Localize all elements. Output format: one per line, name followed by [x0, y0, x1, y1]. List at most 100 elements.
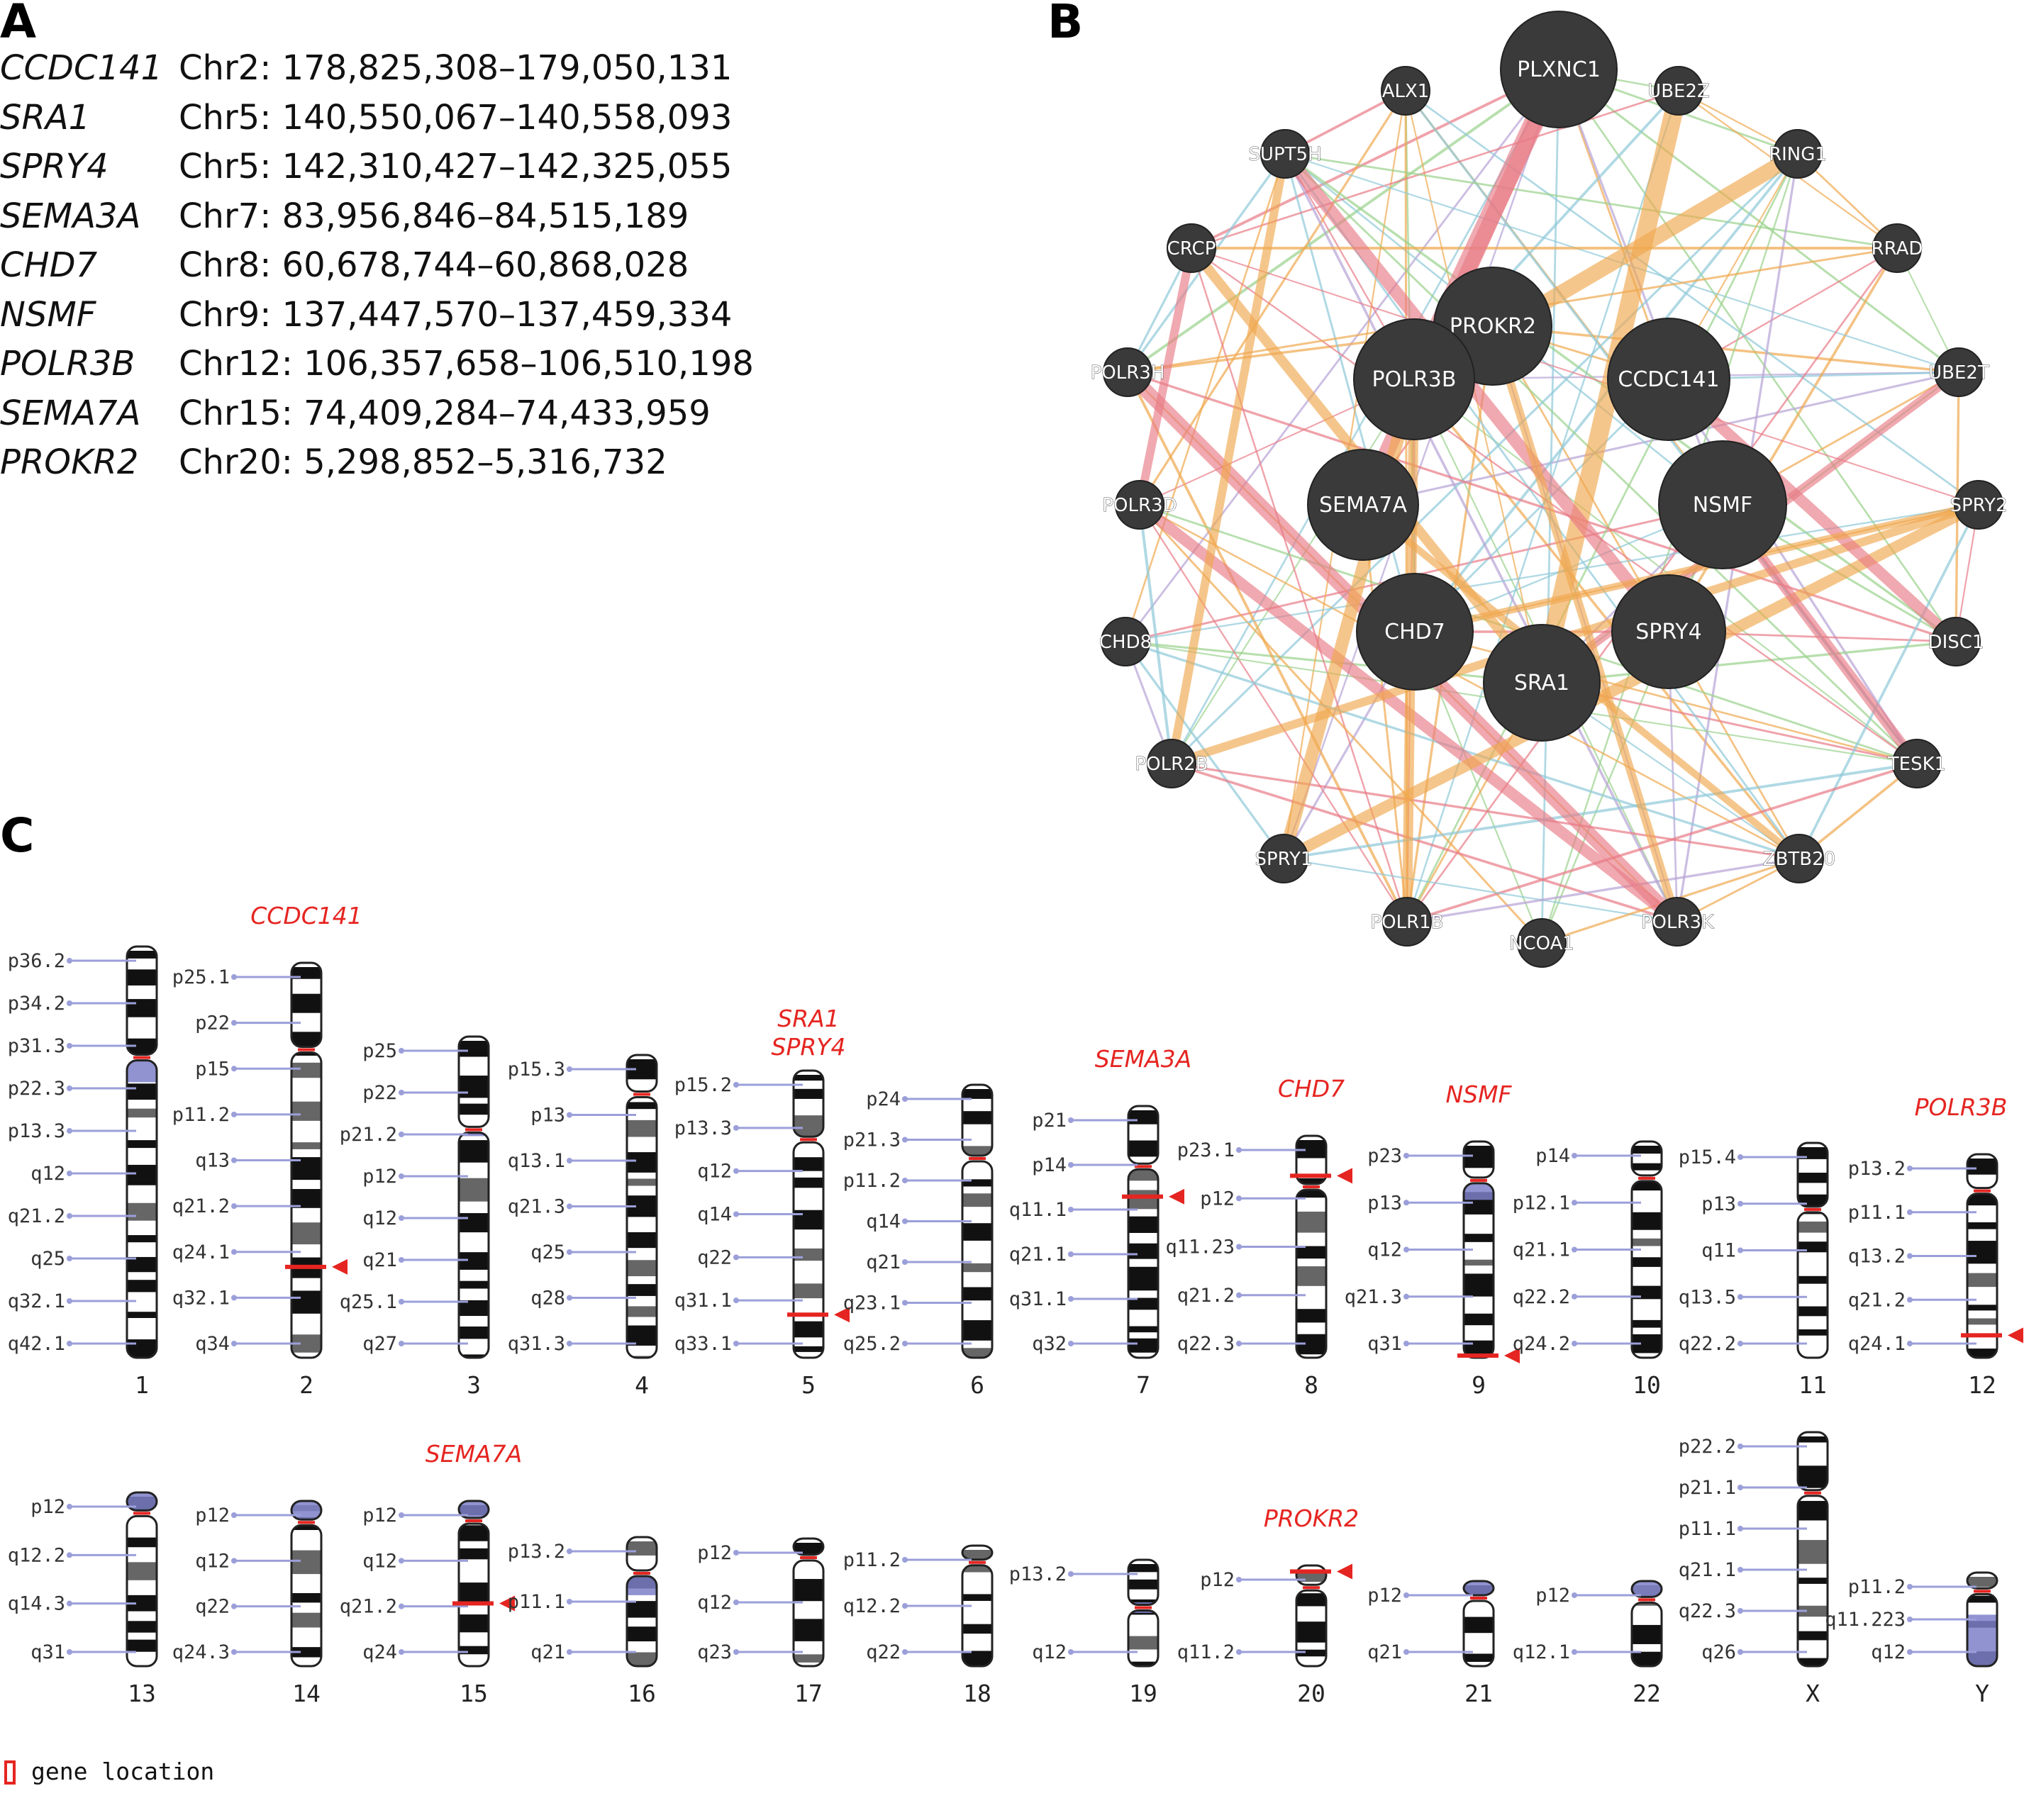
- network-edge-strong: [1411, 501, 1982, 635]
- node-label: SUPT5H: [1248, 144, 1321, 165]
- node-circle: [1607, 318, 1730, 441]
- svg-text:q32.1: q32.1: [172, 1287, 230, 1309]
- node-circle: [1652, 897, 1702, 947]
- band-label-14-p12: p12: [195, 1504, 301, 1526]
- node-circle: [1353, 318, 1475, 440]
- node-circle: [1774, 834, 1824, 883]
- band-label-11-p15.4: p15.4: [1679, 1146, 1807, 1168]
- network-node-rrad: RRAD: [1871, 223, 1923, 273]
- svg-text:q12.1: q12.1: [1513, 1641, 1570, 1663]
- chromosome-number: 16: [628, 1680, 656, 1707]
- network-edge: [1283, 857, 1678, 923]
- node-circle: [1167, 223, 1216, 273]
- network-edge: [1191, 247, 1979, 506]
- svg-text:q13.1: q13.1: [508, 1150, 565, 1172]
- network-node-chd7: CHD7: [1356, 573, 1474, 691]
- svg-text:q31.1: q31.1: [674, 1290, 732, 1312]
- svg-text:q12: q12: [1367, 1239, 1402, 1261]
- node-circle: [1517, 918, 1567, 968]
- band-label-4-p13: p13: [530, 1105, 636, 1127]
- chromosome-number: 4: [635, 1371, 649, 1399]
- network-edge-strong: [1135, 244, 1196, 509]
- svg-text:q21.2: q21.2: [172, 1195, 230, 1217]
- node-label: SPRY4: [1635, 620, 1701, 644]
- chromosome-number: X: [1806, 1680, 1820, 1707]
- band-label-7-q32: q32: [1032, 1333, 1138, 1355]
- chromosome-number: 19: [1129, 1680, 1157, 1707]
- node-label: SRA1: [1514, 671, 1569, 696]
- svg-text:q23.1: q23.1: [843, 1293, 901, 1314]
- svg-text:q21.1: q21.1: [1679, 1559, 1736, 1581]
- band-label-2-p11.2: p11.2: [172, 1104, 301, 1126]
- band-label-4-q31.3: q31.3: [508, 1333, 636, 1355]
- svg-text:q22.3: q22.3: [1679, 1600, 1736, 1622]
- network-edge: [1405, 89, 1979, 506]
- band-label-14-q24.3: q24.3: [172, 1641, 301, 1663]
- svg-text:q13: q13: [195, 1150, 230, 1172]
- band-label-14-q12: q12: [195, 1550, 301, 1572]
- node-circle: [1147, 739, 1196, 788]
- svg-text:q11.23: q11.23: [1165, 1236, 1235, 1258]
- gene-coordinates: Chr2: 178,825,308–179,050,131: [179, 48, 733, 88]
- svg-text:q21.2: q21.2: [1848, 1289, 1906, 1311]
- svg-text:q22.2: q22.2: [1513, 1286, 1570, 1308]
- node-label: NCOA1: [1509, 933, 1574, 954]
- svg-text:p13.3: p13.3: [8, 1120, 65, 1142]
- svg-text:p11.2: p11.2: [843, 1549, 901, 1571]
- network-edge-strong: [1489, 322, 1681, 926]
- svg-text:p34.2: p34.2: [8, 993, 65, 1015]
- svg-text:q21.3: q21.3: [1345, 1286, 1402, 1308]
- svg-text:q14: q14: [866, 1211, 901, 1233]
- network-node-ccdc141: CCDC141: [1607, 318, 1730, 441]
- chromosome-number: 2: [299, 1371, 313, 1399]
- gene-location-arrow: [1169, 1188, 1184, 1205]
- band-label-4-q25: q25: [530, 1241, 636, 1263]
- network-edge: [1492, 325, 1959, 374]
- network-edge: [1171, 379, 1415, 764]
- gene-location-arrow: [834, 1307, 850, 1323]
- svg-text:q25.2: q25.2: [843, 1333, 901, 1355]
- gene-location-arrow: [1337, 1168, 1352, 1184]
- svg-text:q11.1: q11.1: [1009, 1199, 1067, 1221]
- network-node-polr3d: POLR3D: [1102, 480, 1177, 530]
- svg-text:p15: p15: [195, 1058, 230, 1080]
- node-circle: [1773, 129, 1823, 179]
- gene-tag: PROKR2: [1264, 1504, 1359, 1532]
- gene-coordinates: Chr15: 74,409,284–74,433,959: [179, 393, 711, 433]
- band-label-15-p12: p12: [362, 1504, 468, 1526]
- node-label: SEMA7A: [1319, 493, 1407, 518]
- band-label-1-p34.2: p34.2: [8, 993, 136, 1015]
- node-circle: [1307, 449, 1419, 561]
- gene-tag: SPRY4: [772, 1033, 846, 1061]
- svg-text:q24.1: q24.1: [1848, 1333, 1906, 1355]
- band-label-6-q14: q14: [866, 1211, 972, 1233]
- network-node-spry4: SPRY4: [1611, 574, 1726, 689]
- svg-text:q22.2: q22.2: [1679, 1333, 1736, 1355]
- band-label-5-q12: q12: [697, 1161, 803, 1183]
- svg-text:p24: p24: [866, 1088, 901, 1110]
- svg-text:q12: q12: [362, 1550, 397, 1572]
- svg-text:p14: p14: [1032, 1154, 1067, 1176]
- gene-tag: SEMA3A: [1095, 1045, 1191, 1073]
- band-label-10-q22.2: q22.2: [1513, 1286, 1641, 1308]
- node-circle: [1892, 739, 1942, 788]
- network-node-tesk1: TESK1: [1886, 739, 1947, 788]
- network-node-chd8: CHD8: [1099, 617, 1152, 666]
- band-label-12-q24.1: q24.1: [1848, 1333, 1976, 1355]
- gene-symbol: CHD7: [0, 245, 98, 285]
- band-label-17-q23: q23: [697, 1641, 803, 1663]
- svg-text:q12.2: q12.2: [843, 1595, 901, 1617]
- svg-text:q31.3: q31.3: [508, 1333, 565, 1355]
- band-label-12-p11.1: p11.1: [1848, 1202, 1976, 1224]
- gene-location-arrow: [499, 1595, 515, 1612]
- svg-text:p13: p13: [1701, 1193, 1736, 1215]
- node-label: UBE2Z: [1647, 81, 1710, 102]
- gene-location-arrow: [332, 1258, 347, 1275]
- node-label: PLXNC1: [1517, 57, 1601, 82]
- svg-text:q21.1: q21.1: [1009, 1244, 1067, 1266]
